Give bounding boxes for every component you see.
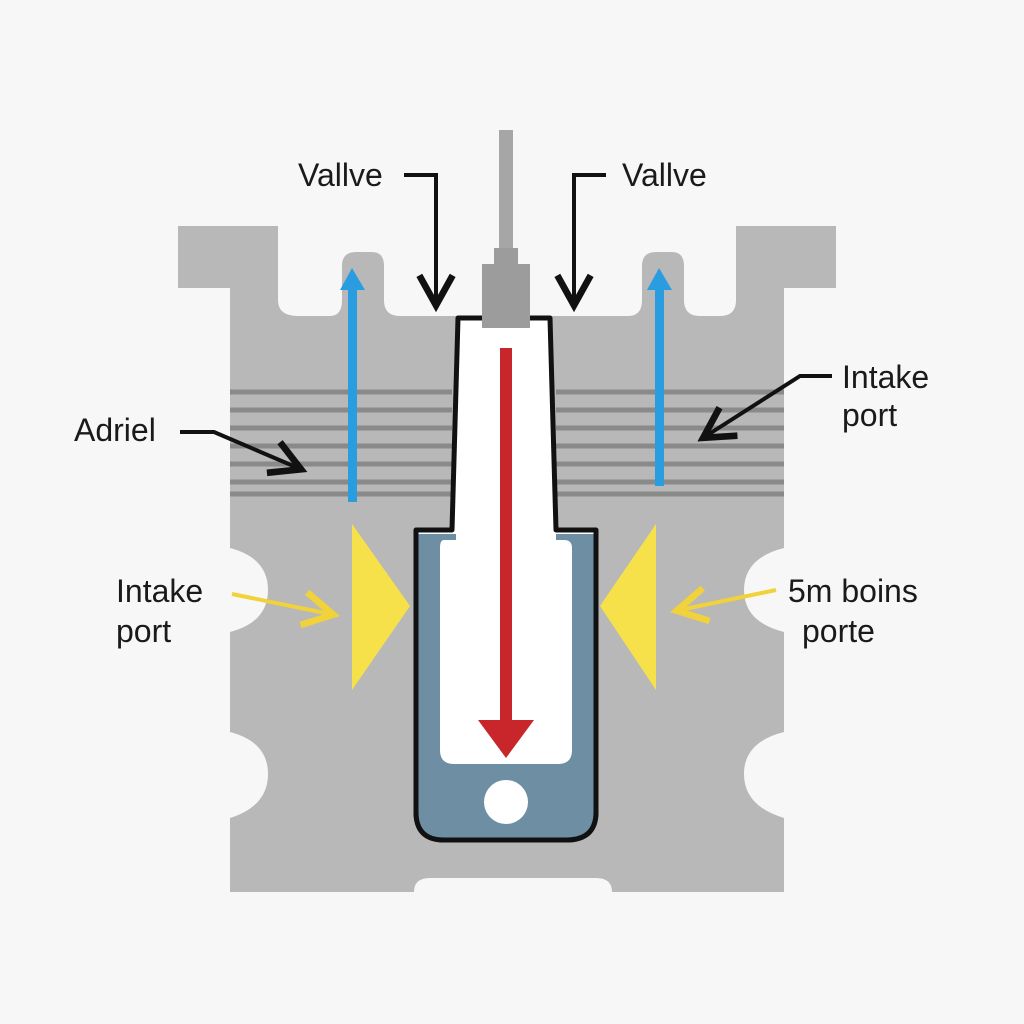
leader-arrow-icon [180,430,298,468]
intake-wedge-right [600,524,656,690]
label-intake-port-left: Intake port [116,573,212,649]
label-valve-left: Vallve [298,157,383,193]
leader-arrow-icon [404,173,436,302]
arrow-up-icon [340,268,365,502]
combustion-chamber [418,534,594,838]
arrow-up-icon [647,268,672,486]
leader-arrow-icon [680,590,777,610]
label-smbo-porte: 5m boins porte [788,573,927,649]
arrow-down-icon [478,348,534,758]
stripes-left [230,389,452,497]
chamber-outline [413,530,599,843]
valve-stem-neck [494,248,518,268]
leader-arrow-icon [231,594,330,614]
valve-stem [499,130,513,260]
leader-arrow-icon [706,374,832,436]
valve-cap [482,264,530,328]
intake-wedge-left [352,524,410,690]
label-intake-port-right: Intake port [842,359,938,433]
leader-arrow-icon [574,173,606,302]
stripes-right [556,389,784,497]
label-valve-right: Vallve [622,157,707,193]
chamber-port-hole [484,780,528,824]
label-adriel: Adriel [74,412,156,448]
